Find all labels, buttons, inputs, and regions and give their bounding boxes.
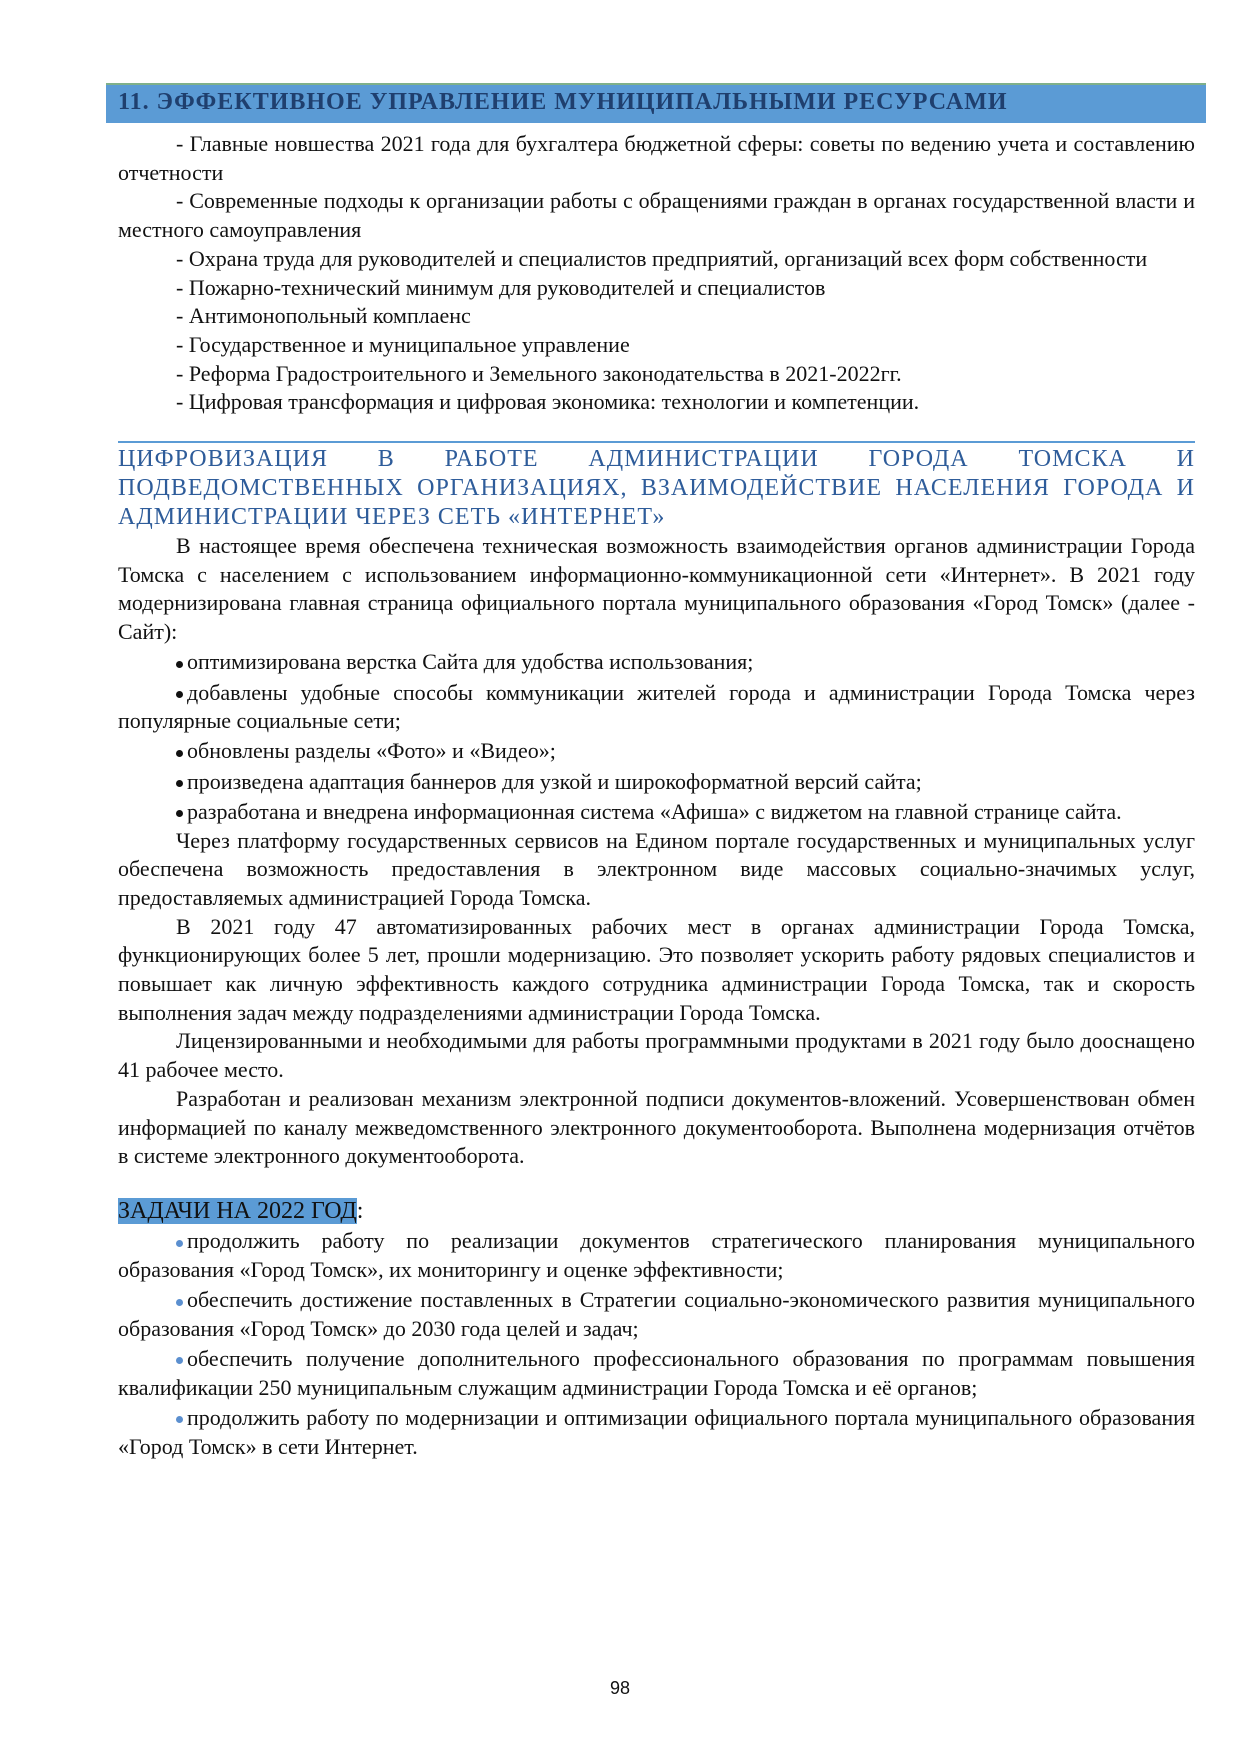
course-item: - Охрана труда для руководителей и специ… bbox=[118, 245, 1195, 274]
bullet-icon bbox=[176, 810, 183, 818]
bullet-icon bbox=[176, 749, 183, 757]
page-body: - Главные новшества 2021 года для бухгал… bbox=[118, 130, 1195, 1461]
bullet-icon bbox=[176, 780, 183, 788]
divider bbox=[118, 441, 1195, 444]
tasks-colon: : bbox=[356, 1198, 364, 1224]
paragraph: В 2021 году 47 автоматизированных рабочи… bbox=[118, 913, 1195, 1025]
section2-title: ЦИФРОВИЗАЦИЯ В РАБОТЕ АДМИНИСТРАЦИИ ГОРО… bbox=[118, 446, 1195, 531]
bullet-icon bbox=[176, 691, 183, 698]
page-number: 98 bbox=[609, 1678, 631, 1698]
course-item: - Антимонопольный комплаенс bbox=[176, 303, 471, 329]
bullet-icon bbox=[176, 1239, 183, 1247]
bullet-item: оптимизирована верстка Сайта для удобств… bbox=[118, 648, 1195, 677]
section2-intro: В настоящее время обеспечена техническая… bbox=[118, 533, 1195, 645]
course-item: - Главные новшества 2021 года для бухгал… bbox=[118, 130, 1195, 187]
bullet-icon bbox=[176, 660, 183, 668]
course-item: - Пожарно-технический минимум для руково… bbox=[176, 274, 826, 300]
task-item: обеспечить достижение поставленных в Стр… bbox=[118, 1287, 1195, 1341]
course-item: - Государственное и муниципальное управл… bbox=[176, 331, 630, 357]
bullet-icon bbox=[176, 1416, 183, 1424]
task-item: продолжить работу по модернизации и опти… bbox=[118, 1404, 1195, 1459]
paragraph: Разработан и реализован механизм электро… bbox=[118, 1085, 1195, 1169]
course-item: - Цифровая трансформация и цифровая экон… bbox=[176, 389, 920, 415]
paragraph: Через платформу государственных сервисов… bbox=[118, 827, 1195, 910]
bullet-icon bbox=[176, 1298, 183, 1306]
bullet-item: добавлены удобные способы коммуникации ж… bbox=[118, 679, 1195, 734]
bullet-item: произведена адаптация баннеров для узкой… bbox=[118, 768, 1195, 797]
tasks-heading: ЗАДАЧИ НА 2022 ГОД: bbox=[118, 1197, 1195, 1226]
tasks-title: ЗАДАЧИ НА 2022 ГОД bbox=[118, 1198, 357, 1224]
task-item: обеспечить получение дополнительного про… bbox=[118, 1346, 1195, 1400]
section-header-bar: 11. ЭФФЕКТИВНОЕ УПРАВЛЕНИЕ МУНИЦИПАЛЬНЫМ… bbox=[106, 83, 1206, 123]
paragraph: Лицензированными и необходимыми для рабо… bbox=[118, 1028, 1195, 1083]
course-text: - Современные подходы к организации рабо… bbox=[118, 188, 1195, 243]
course-item: - Современные подходы к организации рабо… bbox=[118, 187, 1195, 244]
course-text: - Главные новшества 2021 года для бухгал… bbox=[118, 131, 1195, 185]
bullet-item: разработана и внедрена информационная си… bbox=[118, 798, 1195, 827]
course-item: - Реформа Градостроительного и Земельног… bbox=[176, 360, 902, 386]
course-text: - Охрана труда для руководителей и специ… bbox=[176, 245, 1148, 271]
bullet-item: обновлены разделы «Фото» и «Видео»; bbox=[118, 737, 1195, 766]
bullet-icon bbox=[176, 1357, 183, 1365]
task-item: продолжить работу по реализации документ… bbox=[118, 1228, 1195, 1282]
section-title: 11. ЭФФЕКТИВНОЕ УПРАВЛЕНИЕ МУНИЦИПАЛЬНЫМ… bbox=[118, 89, 1008, 115]
